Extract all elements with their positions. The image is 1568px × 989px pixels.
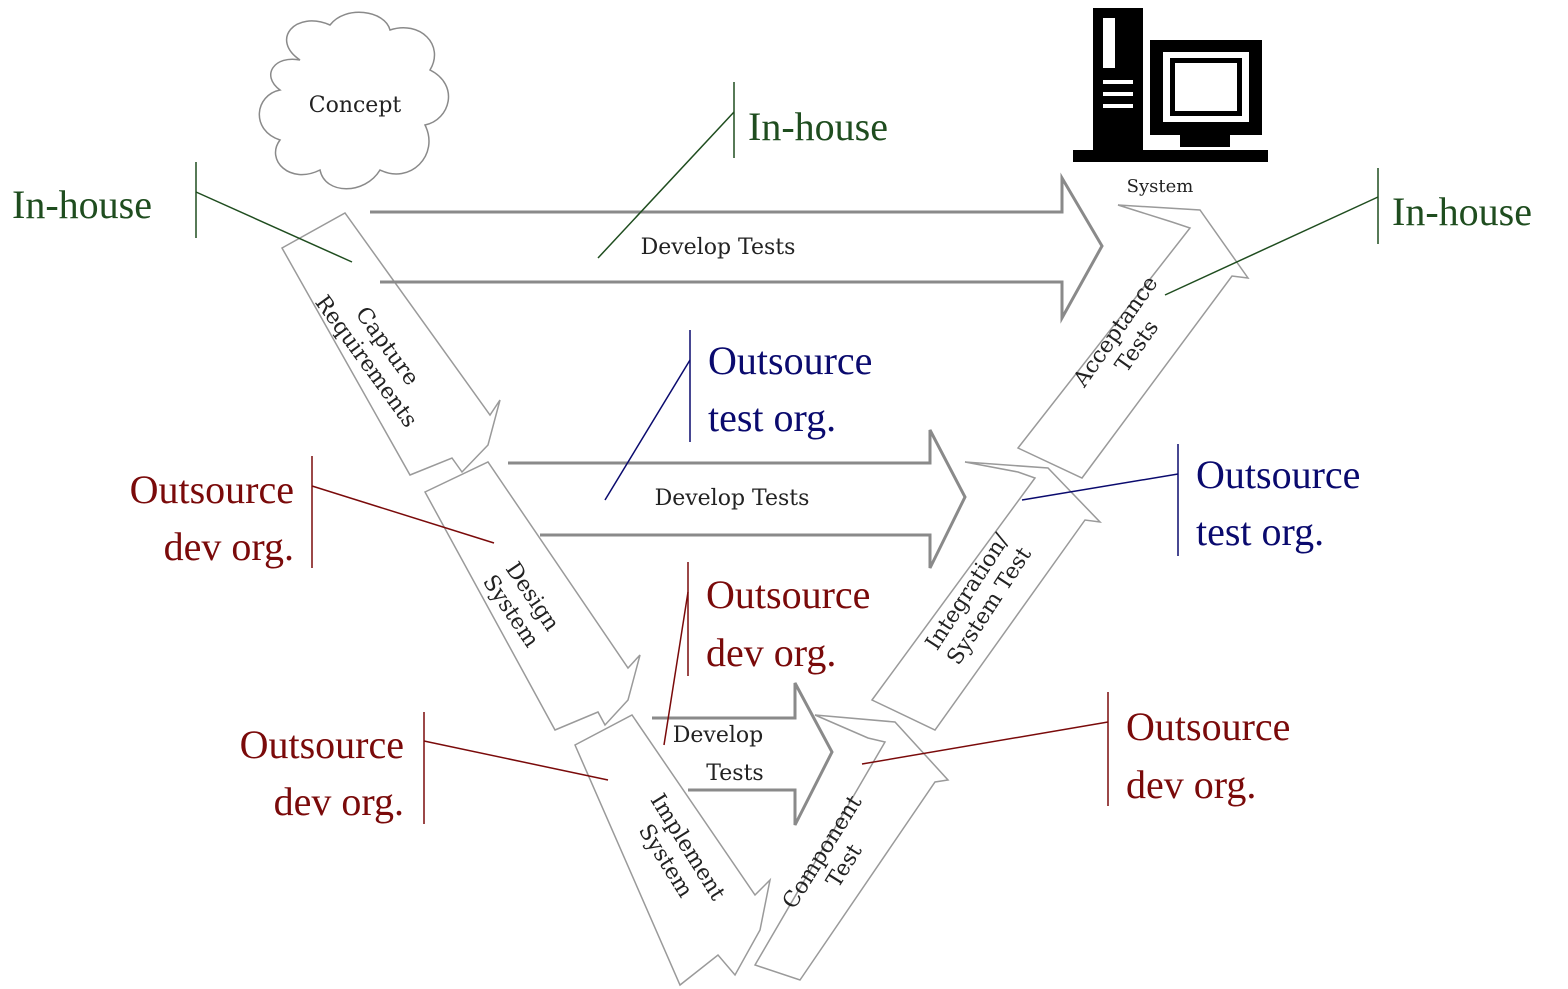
annotation-text: In-house (748, 104, 888, 149)
annotation-inhouse-right: In-house (1164, 168, 1532, 296)
system-computer-icon: System (1073, 8, 1268, 197)
annotation-text-line1: Outsource (1126, 704, 1290, 749)
annotation-text-line1: Outsource (1196, 452, 1360, 497)
annotation-text-line1: Outsource (706, 572, 870, 617)
develop-tests-arrow-bottom: Develop Tests (652, 682, 834, 826)
annotation-text-line1: Outsource (130, 467, 294, 512)
annotation-inhouse-left: In-house (12, 162, 353, 263)
develop-tests-label-line1: Develop (673, 723, 763, 748)
annotation-outsource-test-mid: Outsource test org. (604, 330, 872, 501)
annotation-text-line1: Outsource (240, 722, 404, 767)
annotation-outsource-dev-lower-right: Outsource dev org. (861, 692, 1290, 807)
develop-tests-label-line2: Tests (706, 761, 763, 786)
develop-tests-arrow-middle: Develop Tests (508, 429, 967, 569)
stage-acceptance-tests: Acceptance Tests (1016, 204, 1250, 479)
annotation-text-line2: dev org. (706, 630, 836, 675)
stage-implement-system: Implement System (574, 714, 772, 987)
annotation-outsource-dev-lower-left: Outsource dev org. (240, 712, 609, 824)
annotation-text-line1: Outsource (708, 338, 872, 383)
annotation-text-line2: dev org. (164, 524, 294, 569)
annotation-outsource-test-right: Outsource test org. (1021, 444, 1360, 556)
annotation-outsource-dev-mid: Outsource dev org. (663, 562, 870, 746)
stage-design-system: Design System (423, 461, 641, 731)
annotation-outsource-dev-left: Outsource dev org. (130, 456, 495, 569)
concept-cloud: Concept (258, 11, 450, 190)
annotation-text: In-house (1392, 189, 1532, 234)
develop-tests-label: Develop Tests (641, 235, 796, 260)
annotation-text-line2: test org. (1196, 509, 1324, 554)
tower-icon (1093, 8, 1143, 150)
system-label: System (1127, 176, 1194, 197)
develop-tests-label: Develop Tests (655, 486, 810, 511)
concept-label: Concept (309, 93, 402, 118)
annotation-text-line2: dev org. (1126, 762, 1256, 807)
stage-capture-requirements: Capture Requirements (280, 212, 501, 476)
annotation-text-line2: test org. (708, 395, 836, 440)
annotation-text: In-house (12, 182, 152, 227)
annotation-text-line2: dev org. (274, 779, 404, 824)
keyboard-icon (1073, 150, 1268, 162)
stage-integration-system-test: Integration/ System Test (870, 461, 1103, 731)
annotation-inhouse-top: In-house (597, 82, 888, 259)
develop-tests-arrow-top: Develop Tests (370, 172, 1104, 324)
cloud-shape (258, 11, 450, 190)
